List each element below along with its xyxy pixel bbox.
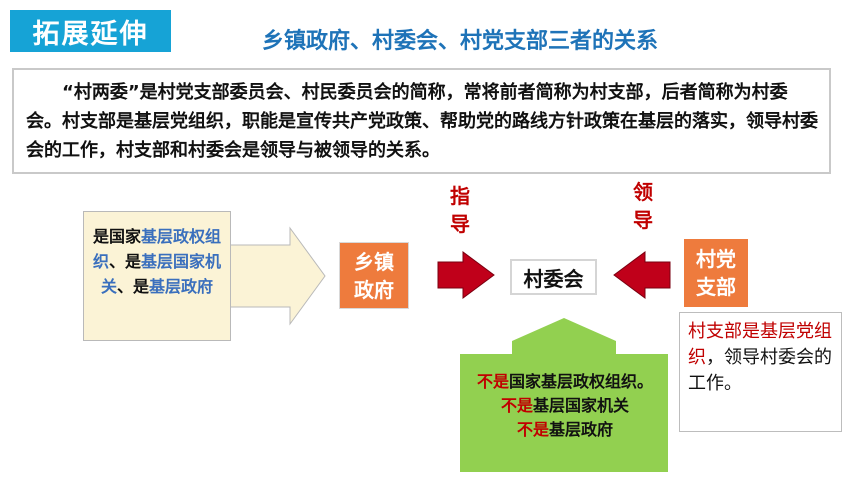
right-text: ，领导村委会的工作。 bbox=[688, 347, 832, 394]
node-xiangzhen-line1: 乡镇 bbox=[354, 249, 394, 274]
dangzhibu-description-box: 村支部是基层党组织，领导村委会的工作。 bbox=[679, 312, 842, 432]
left-text-2: 、是 bbox=[108, 252, 141, 271]
node-cun-dangzhibu: 村党 支部 bbox=[684, 239, 748, 307]
label-dao-2: 导 bbox=[633, 208, 653, 232]
right-highlight: 村支部是基层党组织 bbox=[688, 321, 832, 368]
bottom-line-1: 不是国家基层政权组织。 bbox=[463, 370, 667, 394]
xiangzhen-description-box: 是国家基层政权组织、是基层国家机关、是基层政府 bbox=[83, 211, 231, 341]
up-arrow-green bbox=[460, 318, 668, 472]
bottom-line-2: 不是基层国家机关 bbox=[463, 394, 667, 418]
node-xiangzhen-line2: 政府 bbox=[354, 277, 394, 302]
intro-paragraph: “村两委”是村党支部委员会、村民委员会的简称，常将前者简称为村支部，后者简称为村… bbox=[12, 68, 831, 174]
node-dangzhibu-line2: 支部 bbox=[696, 275, 736, 299]
bottom-text-1: 国家基层政权组织。 bbox=[509, 372, 654, 391]
bottom-line-3: 不是基层政府 bbox=[463, 418, 667, 442]
label-zhidao: 指 导 bbox=[448, 182, 472, 238]
bottom-neg-1: 不是 bbox=[476, 372, 509, 391]
section-tag: 拓展延伸 bbox=[10, 10, 171, 52]
node-dangzhibu-line1: 村党 bbox=[696, 247, 736, 271]
bottom-text-2: 基层国家机关 bbox=[533, 396, 630, 415]
label-lingdao: 领 导 bbox=[631, 178, 655, 234]
label-zhi: 指 bbox=[450, 184, 470, 208]
bottom-text-3: 基层政府 bbox=[549, 420, 614, 439]
label-ling: 领 bbox=[633, 180, 653, 204]
arrow-dangzhibu-to-cunweihui bbox=[613, 251, 671, 299]
right-arrow-yellow bbox=[224, 226, 326, 326]
node-cunweihui: 村委会 bbox=[510, 259, 597, 295]
left-highlight-3: 基层政府 bbox=[149, 277, 214, 296]
label-dao-1: 导 bbox=[450, 212, 470, 236]
bottom-neg-3: 不是 bbox=[516, 420, 549, 439]
left-text-3: 、是 bbox=[116, 277, 149, 296]
left-highlight-2: 基层国家机关 bbox=[100, 252, 222, 296]
bottom-neg-2: 不是 bbox=[500, 396, 533, 415]
page-title: 乡镇政府、村委会、村党支部三者的关系 bbox=[262, 29, 659, 54]
node-xiangzhen-zhengfu: 乡镇 政府 bbox=[339, 242, 409, 309]
cunweihui-description: 不是国家基层政权组织。 不是基层国家机关 不是基层政府 bbox=[463, 370, 667, 472]
left-highlight-1: 基层政权组织 bbox=[92, 227, 222, 271]
arrow-xiangzhen-to-cunweihui bbox=[437, 251, 495, 299]
left-text-1: 是国家 bbox=[92, 227, 141, 246]
